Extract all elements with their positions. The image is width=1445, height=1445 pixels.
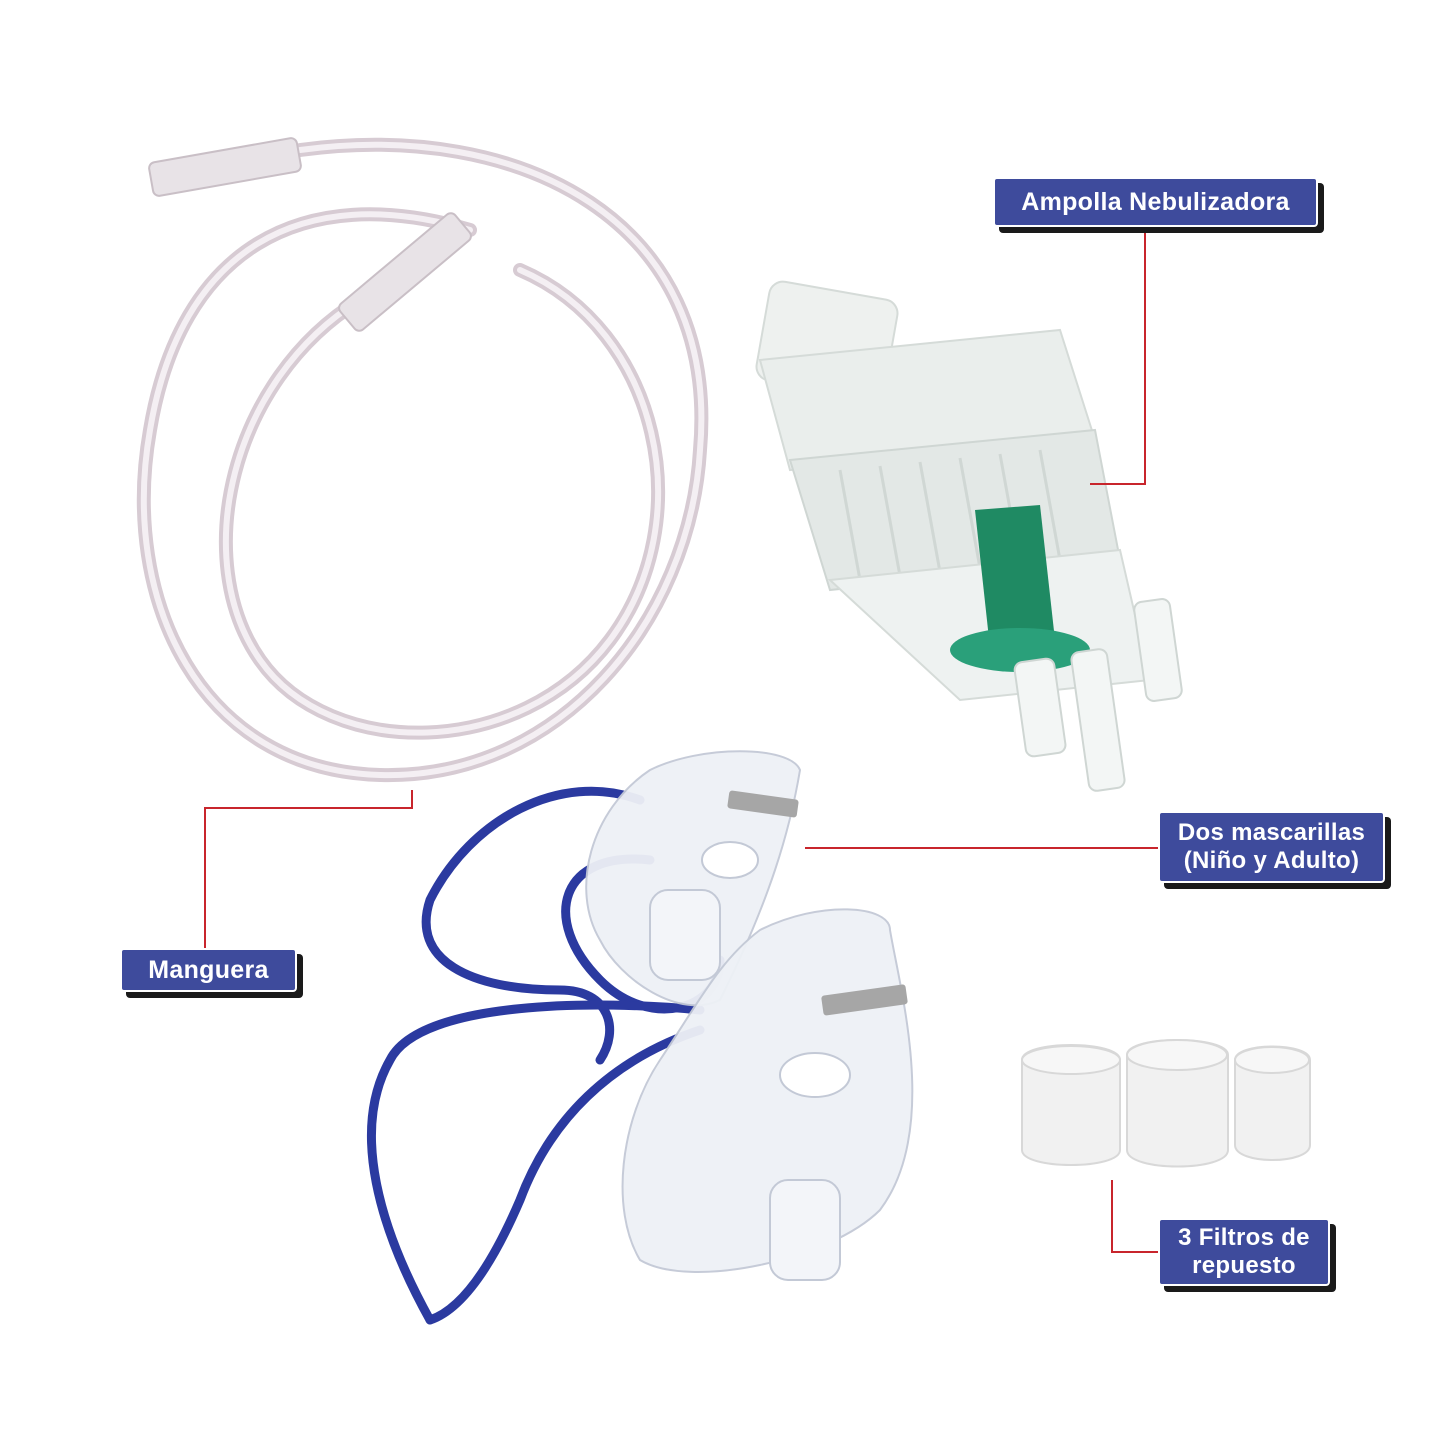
label-manguera: Manguera	[120, 948, 297, 992]
label-ampolla-nebulizadora: Ampolla Nebulizadora	[993, 177, 1318, 227]
label-mascarillas-line1: Dos mascarillas	[1177, 819, 1366, 847]
label-mascarillas-line2: (Niño y Adulto)	[1183, 847, 1360, 874]
label-filtros-line1: 3 Filtros de	[1178, 1224, 1310, 1252]
label-filtros-repuesto: 3 Filtros de repuesto	[1158, 1218, 1330, 1286]
label-manguera-text: Manguera	[148, 955, 269, 984]
label-filtros-line2: repuesto	[1192, 1252, 1296, 1279]
label-ampolla-text: Ampolla Nebulizadora	[1021, 187, 1290, 216]
label-dos-mascarillas: Dos mascarillas (Niño y Adulto)	[1158, 811, 1385, 883]
